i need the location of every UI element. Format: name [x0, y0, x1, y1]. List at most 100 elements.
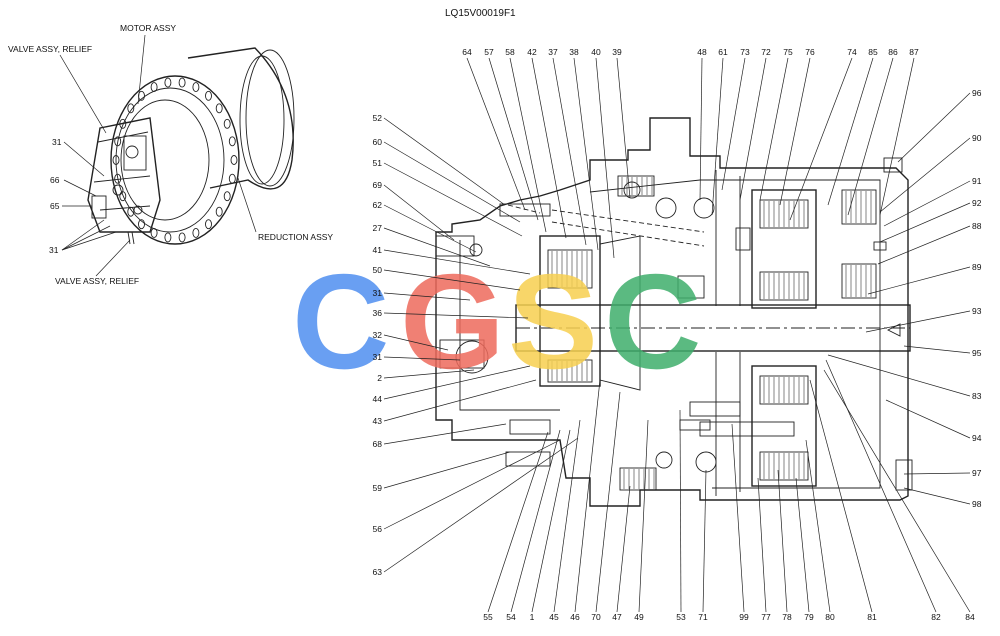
flange-hole [223, 191, 231, 202]
leader-line [883, 180, 971, 227]
label-reduction-assy: REDUCTION ASSY [258, 232, 333, 242]
flange-hole [164, 232, 172, 243]
callout-51: 51 [373, 158, 383, 168]
callout-90: 90 [972, 133, 982, 143]
leader-line [531, 57, 567, 239]
flange-hole [127, 103, 135, 114]
callout-80: 80 [825, 612, 835, 622]
callout-71: 71 [698, 612, 708, 622]
label-motor-assy: MOTOR ASSY [120, 23, 176, 33]
leader-line [795, 477, 810, 613]
callout-48: 48 [697, 47, 707, 57]
callout-78: 78 [782, 612, 792, 622]
leader-line [510, 429, 561, 613]
leader-line [574, 379, 601, 613]
leader-line [595, 57, 615, 259]
callout-38: 38 [569, 47, 579, 57]
leader-line [531, 429, 571, 613]
leader-line [383, 204, 477, 253]
callout-87: 87 [909, 47, 919, 57]
callout-63: 63 [373, 567, 383, 577]
callout-83: 83 [972, 391, 982, 401]
leader-line [383, 269, 521, 291]
callout-86: 86 [888, 47, 898, 57]
callout-75: 75 [783, 47, 793, 57]
leader-line [903, 345, 971, 354]
callout-55: 55 [483, 612, 493, 622]
callout-94: 94 [972, 433, 982, 443]
flange-hole [205, 90, 212, 101]
callout-68: 68 [373, 439, 383, 449]
leader-line [383, 117, 506, 206]
leader-line [805, 439, 831, 613]
callout-31: 31 [373, 288, 383, 298]
leader-line [827, 57, 874, 206]
callout-99: 99 [739, 612, 749, 622]
leader-line [616, 57, 631, 199]
flange-hole [178, 232, 186, 243]
flange-hole [215, 206, 223, 217]
callout-70: 70 [591, 612, 601, 622]
callout-58: 58 [505, 47, 515, 57]
leader-line [383, 439, 561, 530]
callout-36: 36 [373, 308, 383, 318]
callout-57: 57 [484, 47, 494, 57]
watermark-letter-s: S [508, 246, 598, 397]
leader-line [383, 292, 471, 301]
leader-line [903, 472, 971, 475]
callout-98: 98 [972, 499, 982, 509]
callout-74: 74 [847, 47, 857, 57]
leader-line [383, 312, 529, 319]
flange-hole [114, 136, 122, 147]
leader-line [383, 369, 475, 379]
cross-section-view [435, 117, 913, 507]
callout-31: 31 [373, 352, 383, 362]
leader-line [383, 356, 461, 361]
flange-hole [228, 173, 236, 184]
callout-42: 42 [527, 47, 537, 57]
callout-37: 37 [548, 47, 558, 57]
callout-27: 27 [373, 223, 383, 233]
flange-hole [150, 82, 158, 93]
callout-82: 82 [931, 612, 941, 622]
leader-line [885, 399, 971, 439]
callout-96: 96 [972, 88, 982, 98]
flange-hole [112, 155, 120, 165]
leader-line [879, 57, 915, 216]
callout-69: 69 [373, 180, 383, 190]
leader-line [847, 57, 894, 216]
leader-line [777, 469, 788, 613]
leader-line [879, 202, 971, 243]
flange-hole [192, 82, 200, 93]
flange-hole [138, 219, 145, 230]
leader-line [488, 57, 539, 221]
leader-line [739, 57, 767, 201]
leader-line [731, 423, 745, 613]
callout-54: 54 [506, 612, 516, 622]
callout-46: 46 [570, 612, 580, 622]
leader-line [509, 57, 547, 233]
leader-line [699, 57, 703, 201]
callout-89: 89 [972, 262, 982, 272]
leader-line [595, 391, 621, 613]
callout-91: 91 [972, 176, 982, 186]
leader-line [553, 419, 581, 613]
leader-line [383, 365, 531, 400]
callout-47: 47 [612, 612, 622, 622]
callout-56: 56 [373, 524, 383, 534]
callout-73: 73 [740, 47, 750, 57]
label-valve-relief-bottom: VALVE ASSY, RELIEF [55, 276, 139, 286]
flange-hole [150, 227, 158, 238]
callout-40: 40 [591, 47, 601, 57]
callout-39: 39 [612, 47, 622, 57]
flange-hole [228, 136, 236, 147]
callout-50: 50 [373, 265, 383, 275]
callout-85: 85 [868, 47, 878, 57]
leader-line [759, 57, 789, 201]
leader-line [383, 249, 531, 275]
flange-hole [192, 227, 200, 238]
callout-61: 61 [718, 47, 728, 57]
flange-hole [178, 77, 186, 88]
leader-line [616, 485, 631, 613]
drawing-id: LQ15V00019F1 [445, 8, 516, 19]
